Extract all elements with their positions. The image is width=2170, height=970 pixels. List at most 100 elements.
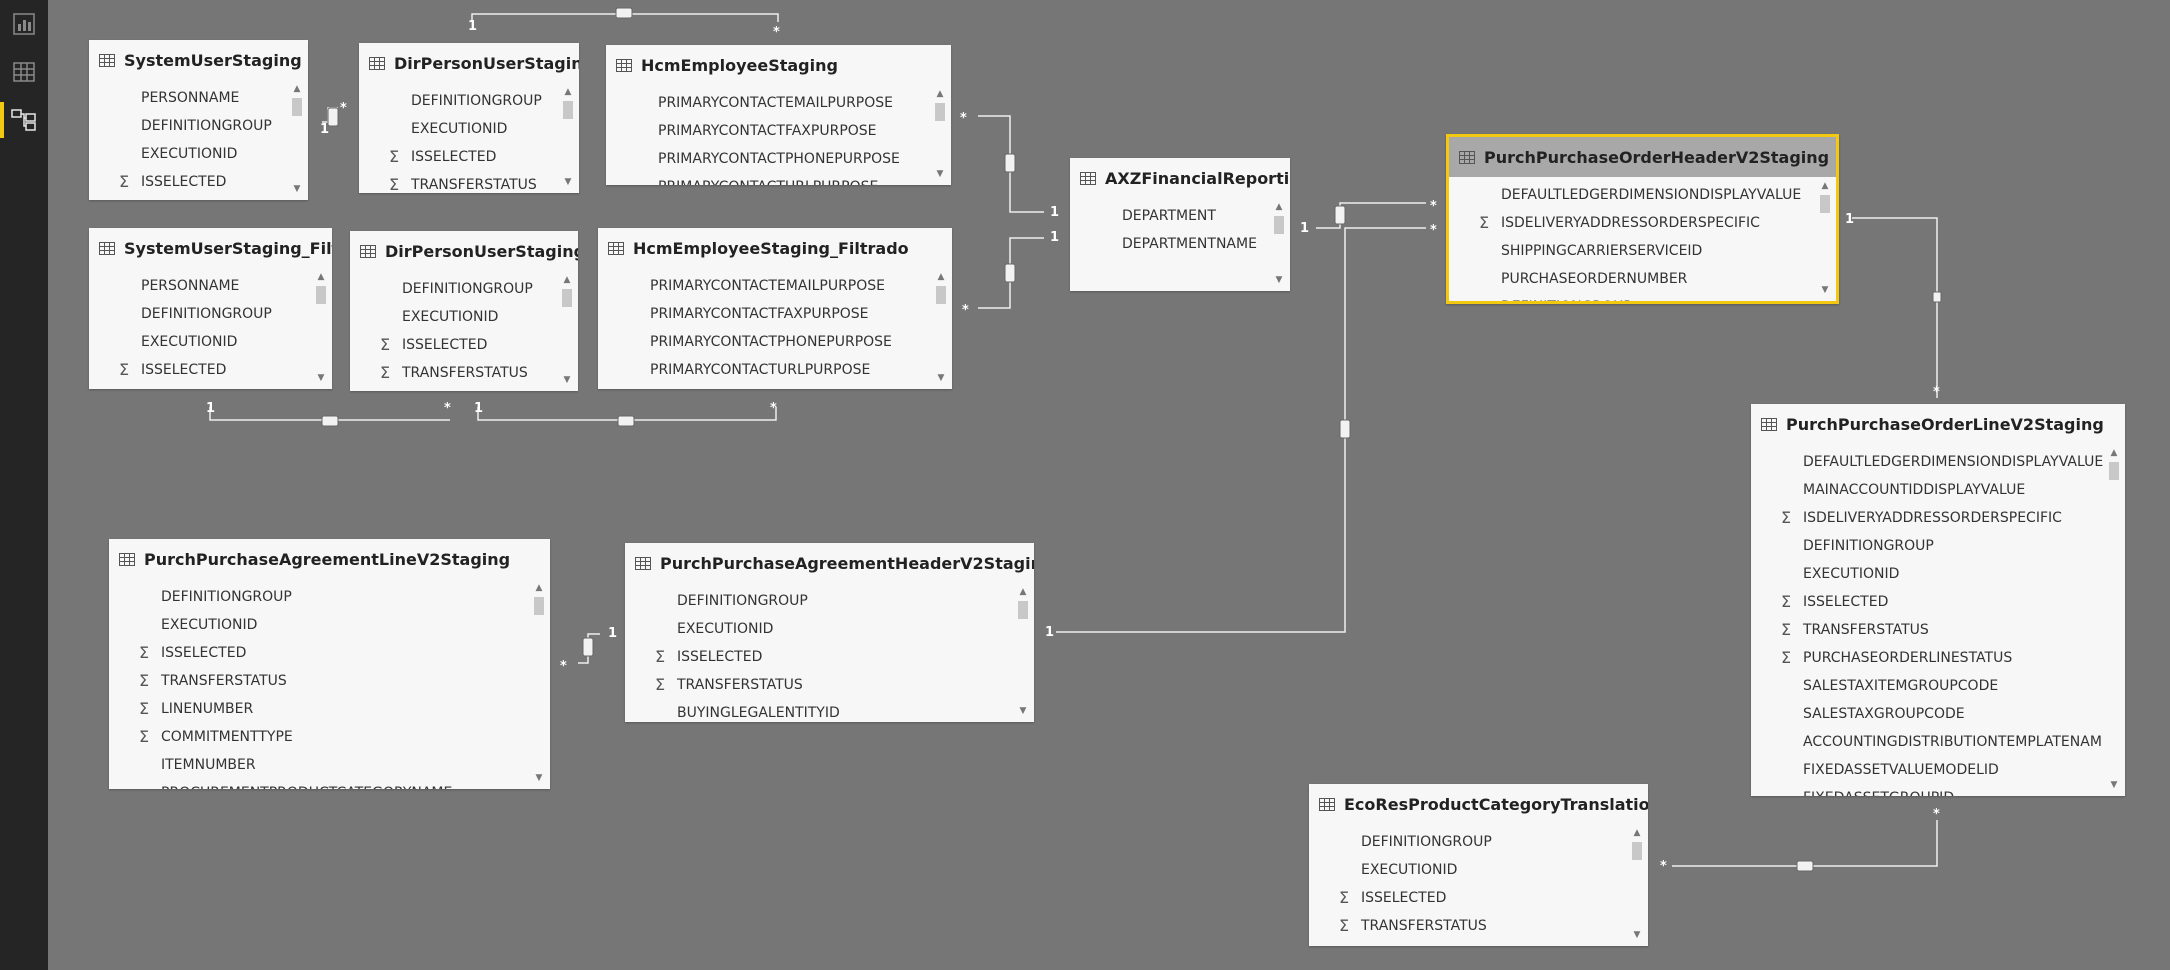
- scrollbar[interactable]: ▲▼: [1818, 181, 1832, 295]
- field-row[interactable]: PRIMARYCONTACTFAXPURPOSE: [606, 117, 929, 145]
- scroll-thumb[interactable]: [1274, 216, 1284, 234]
- field-row[interactable]: EXECUTIONID: [625, 615, 1012, 643]
- field-row[interactable]: DEFINITIONGROUP: [1751, 532, 2103, 560]
- field-row[interactable]: DEFINITIONGROUP: [350, 275, 556, 303]
- scroll-up-icon[interactable]: ▲: [535, 583, 543, 593]
- scroll-thumb[interactable]: [534, 597, 544, 615]
- scroll-down-icon[interactable]: ▼: [937, 373, 945, 383]
- scroll-down-icon[interactable]: ▼: [317, 373, 325, 383]
- table-system-user-staging-filtrado[interactable]: SystemUserStaging_FiltradPERSONNAMEDEFIN…: [89, 228, 332, 389]
- scroll-up-icon[interactable]: ▲: [317, 272, 325, 282]
- scroll-thumb[interactable]: [1632, 842, 1642, 860]
- scroll-up-icon[interactable]: ▲: [293, 84, 301, 94]
- table-header[interactable]: EcoResProductCategoryTranslationStag: [1309, 784, 1648, 824]
- table-dir-person-user-staging-filtrado[interactable]: DirPersonUserStaging_FiDEFINITIONGROUPEX…: [350, 231, 578, 391]
- field-row[interactable]: PURCHASEORDERNUMBER: [1449, 265, 1814, 293]
- field-row[interactable]: EXECUTIONID: [1309, 856, 1626, 884]
- scroll-up-icon[interactable]: ▲: [1019, 587, 1027, 597]
- scroll-down-icon[interactable]: ▼: [1821, 285, 1829, 295]
- scrollbar[interactable]: ▲▼: [561, 87, 575, 187]
- scroll-down-icon[interactable]: ▼: [535, 773, 543, 783]
- field-row[interactable]: DEFINITIONGROUP: [89, 300, 310, 328]
- scroll-thumb[interactable]: [316, 286, 326, 304]
- scroll-down-icon[interactable]: ▼: [564, 177, 572, 187]
- table-axz-financial-reporting[interactable]: AXZFinancialReportingDEPARTMENTDEPARTMEN…: [1070, 158, 1290, 291]
- field-row[interactable]: EXECUTIONID: [89, 140, 286, 168]
- scrollbar[interactable]: ▲▼: [933, 89, 947, 179]
- field-row[interactable]: PRIMARYCONTACTURLPURPOSE: [606, 173, 929, 185]
- field-row[interactable]: PROCUREMENTPRODUCTCATEGORYNAME: [109, 779, 528, 789]
- scroll-down-icon[interactable]: ▼: [2110, 780, 2118, 790]
- scroll-up-icon[interactable]: ▲: [936, 89, 944, 99]
- scroll-down-icon[interactable]: ▼: [1275, 275, 1283, 285]
- field-row[interactable]: PRIMARYCONTACTPHONEPURPOSE: [606, 145, 929, 173]
- table-header[interactable]: DirPersonUserStaging: [359, 43, 579, 83]
- scroll-thumb[interactable]: [1820, 195, 1830, 213]
- field-row[interactable]: EXECUTIONID: [109, 611, 528, 639]
- field-row[interactable]: PERSONNAME: [598, 384, 930, 389]
- table-header[interactable]: SystemUserStaging_Filtrad: [89, 228, 332, 268]
- scroll-down-icon[interactable]: ▼: [563, 375, 571, 385]
- scroll-up-icon[interactable]: ▲: [1821, 181, 1829, 191]
- table-header[interactable]: AXZFinancialReporting: [1070, 158, 1290, 198]
- field-row[interactable]: PRIMARYCONTACTEMAILPURPOSE: [598, 272, 930, 300]
- field-row[interactable]: PERSONNAME: [89, 272, 310, 300]
- table-header[interactable]: PurchPurchaseAgreementHeaderV2Staging: [625, 543, 1034, 583]
- field-row[interactable]: SALESTAXGROUPCODE: [1751, 700, 2103, 728]
- field-row[interactable]: DEFAULTLEDGERDIMENSIONDISPLAYVALUE: [1449, 181, 1814, 209]
- table-header[interactable]: HcmEmployeeStaging: [606, 45, 951, 85]
- scroll-down-icon[interactable]: ▼: [1019, 706, 1027, 716]
- scroll-thumb[interactable]: [935, 103, 945, 121]
- field-row[interactable]: PERSONNAME: [89, 84, 286, 112]
- scrollbar[interactable]: ▲▼: [290, 84, 304, 194]
- field-row[interactable]: DEPARTMENT: [1070, 202, 1268, 230]
- scroll-up-icon[interactable]: ▲: [937, 272, 945, 282]
- scrollbar[interactable]: ▲▼: [1630, 828, 1644, 940]
- table-header[interactable]: DirPersonUserStaging_Fi: [350, 231, 578, 271]
- field-row[interactable]: EXECUTIONID: [359, 115, 557, 143]
- field-row[interactable]: SHIPPINGCARRIERSERVICEID: [1449, 237, 1814, 265]
- scroll-thumb[interactable]: [1018, 601, 1028, 619]
- scroll-thumb[interactable]: [562, 289, 572, 307]
- table-header[interactable]: PurchPurchaseOrderLineV2Staging: [1751, 404, 2125, 444]
- scrollbar[interactable]: ▲▼: [314, 272, 328, 383]
- field-row[interactable]: EXECUTIONID: [89, 328, 310, 356]
- field-row[interactable]: DEPARTMENTNAME: [1070, 230, 1268, 258]
- field-row[interactable]: FIXEDASSETGROUPID: [1751, 784, 2103, 796]
- scrollbar[interactable]: ▲▼: [560, 275, 574, 385]
- scrollbar[interactable]: ▲▼: [532, 583, 546, 783]
- field-row[interactable]: PRIMARYCONTACTEMAILPURPOSE: [606, 89, 929, 117]
- field-row[interactable]: SALESTAXITEMGROUPCODE: [1751, 672, 2103, 700]
- field-row[interactable]: PRIMARYCONTACTPHONEPURPOSE: [598, 328, 930, 356]
